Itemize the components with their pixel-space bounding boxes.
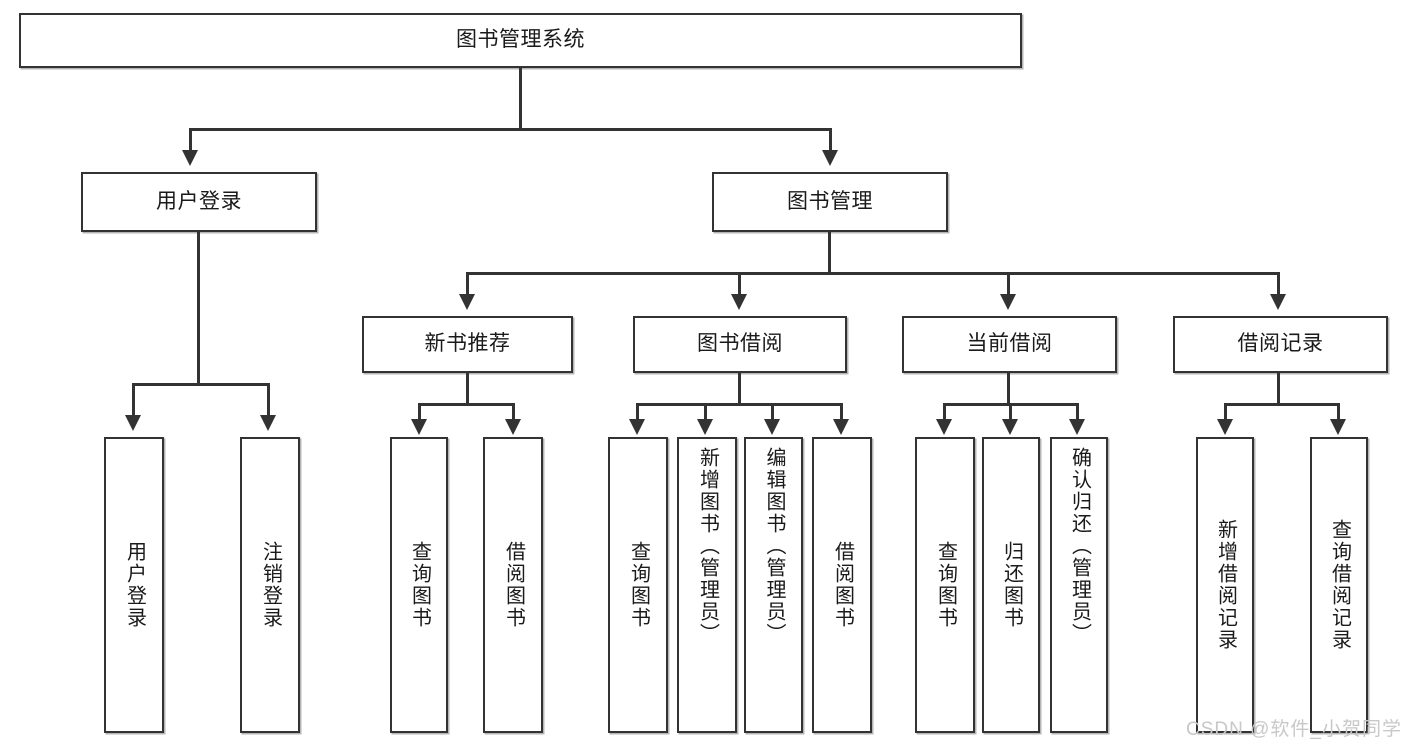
node-new-book[interactable]: 新书推荐 [362,316,573,373]
leaf-current-return-label: 归还图书 [1000,541,1023,629]
leaf-borrow-add[interactable]: 新增图书（管理员） [677,437,737,733]
leaf-borrow-query[interactable]: 查询图书 [608,437,668,733]
connector-book-manage-to-new-book [466,272,469,296]
arrowhead-new-book-leaf-2 [505,419,521,435]
leaf-user-login-login[interactable]: 用户登录 [104,437,164,733]
node-root[interactable]: 图书管理系统 [19,13,1022,68]
arrowhead-user-login-leaf-1 [125,415,141,431]
leaf-new-book-query[interactable]: 查询图书 [390,437,448,733]
connector-user-login-stem [197,232,200,385]
node-book-borrow[interactable]: 图书借阅 [633,316,847,373]
connector-user-login-bus [132,383,270,386]
leaf-borrow-edit-label: 编辑图书（管理员） [763,447,785,645]
leaf-current-query[interactable]: 查询图书 [915,437,975,733]
node-borrow-record-label: 借阅记录 [1237,332,1324,356]
connector-current-stem [1007,373,1010,405]
arrowhead-record-leaf-2 [1330,419,1346,435]
arrowhead-book-manage [822,150,838,166]
leaf-borrow-lend[interactable]: 借阅图书 [812,437,872,733]
leaf-record-add-label: 新增借阅记录 [1214,519,1237,651]
arrowhead-current-leaf-2 [1002,419,1018,435]
connector-new-book-to-leaf-1 [418,403,421,421]
arrowhead-current [1000,294,1016,310]
arrowhead-user-login [182,150,198,166]
leaf-record-query[interactable]: 查询借阅记录 [1310,437,1368,733]
connector-borrow-to-leaf-2 [704,403,707,421]
arrowhead-current-leaf-3 [1069,419,1085,435]
connector-new-book-to-leaf-2 [512,403,515,421]
connector-borrow-bus [636,403,843,406]
connector-borrow-to-leaf-1 [636,403,639,421]
node-book-manage[interactable]: 图书管理 [712,172,948,232]
connector-user-login-to-leaf-1 [132,383,135,417]
connector-book-manage-to-borrow [738,272,741,296]
arrowhead-new-book-leaf-1 [411,419,427,435]
arrowhead-new-book [459,294,475,310]
leaf-current-confirm-return[interactable]: 确认归还（管理员） [1050,437,1108,733]
node-root-label: 图书管理系统 [456,28,585,52]
arrowhead-current-leaf-1 [936,419,952,435]
csdn-watermark: CSDN @软件_小贺同学 [1186,719,1402,740]
connector-record-to-leaf-1 [1224,403,1227,421]
leaf-user-login-logout[interactable]: 注销登录 [240,437,300,733]
arrowhead-record-leaf-1 [1217,419,1233,435]
node-book-manage-label: 图书管理 [787,189,873,213]
connector-record-to-leaf-2 [1337,403,1340,421]
leaf-new-book-borrow-label: 借阅图书 [502,541,525,629]
connector-current-to-leaf-3 [1076,403,1079,421]
connector-current-to-leaf-1 [943,403,946,421]
connector-book-manage-to-current [1007,272,1010,296]
connector-borrow-to-leaf-4 [840,403,843,421]
node-current-borrow-label: 当前借阅 [966,332,1053,356]
leaf-current-query-label: 查询图书 [934,541,957,629]
leaf-borrow-query-label: 查询图书 [627,541,650,629]
connector-record-bus [1224,403,1340,406]
leaf-record-add[interactable]: 新增借阅记录 [1196,437,1254,733]
leaf-borrow-lend-label: 借阅图书 [831,541,854,629]
arrowhead-borrow-leaf-2 [697,419,713,435]
node-user-login-label: 用户登录 [156,189,242,213]
leaf-record-query-label: 查询借阅记录 [1328,519,1351,651]
leaf-borrow-add-label: 新增图书（管理员） [696,447,719,645]
node-user-login[interactable]: 用户登录 [81,172,317,232]
connector-root-to-user-login [189,128,192,152]
leaf-new-book-query-label: 查询图书 [408,541,431,629]
connector-root-to-book-manage [829,128,832,152]
arrowhead-borrow-leaf-4 [833,419,849,435]
arrowhead-record [1270,294,1286,310]
leaf-current-return[interactable]: 归还图书 [982,437,1040,733]
connector-user-login-to-leaf-2 [267,383,270,417]
connector-borrow-to-leaf-3 [771,403,774,421]
arrowhead-borrow [731,294,747,310]
leaf-user-login-login-label: 用户登录 [123,541,146,629]
leaf-new-book-borrow[interactable]: 借阅图书 [483,437,543,733]
leaf-borrow-edit[interactable]: 编辑图书（管理员） [744,437,803,733]
node-current-borrow[interactable]: 当前借阅 [902,316,1117,373]
connector-new-book-bus [418,403,515,406]
connector-record-stem [1277,373,1280,405]
leaf-current-confirm-return-label: 确认归还（管理员） [1068,447,1091,645]
arrowhead-borrow-leaf-3 [764,419,780,435]
connector-root-stem [519,68,522,130]
connector-book-manage-bus [466,272,1280,275]
connector-book-manage-stem [828,232,831,274]
leaf-user-login-logout-label: 注销登录 [259,541,282,629]
connector-root-bus [189,128,832,131]
node-borrow-record[interactable]: 借阅记录 [1173,316,1388,373]
connector-new-book-stem [466,373,469,405]
node-new-book-label: 新书推荐 [424,332,511,356]
connector-book-manage-to-record [1277,272,1280,296]
arrowhead-user-login-leaf-2 [260,415,276,431]
connector-current-to-leaf-2 [1009,403,1012,421]
connector-borrow-stem [738,373,741,405]
node-book-borrow-label: 图书借阅 [697,332,783,356]
arrowhead-borrow-leaf-1 [629,419,645,435]
